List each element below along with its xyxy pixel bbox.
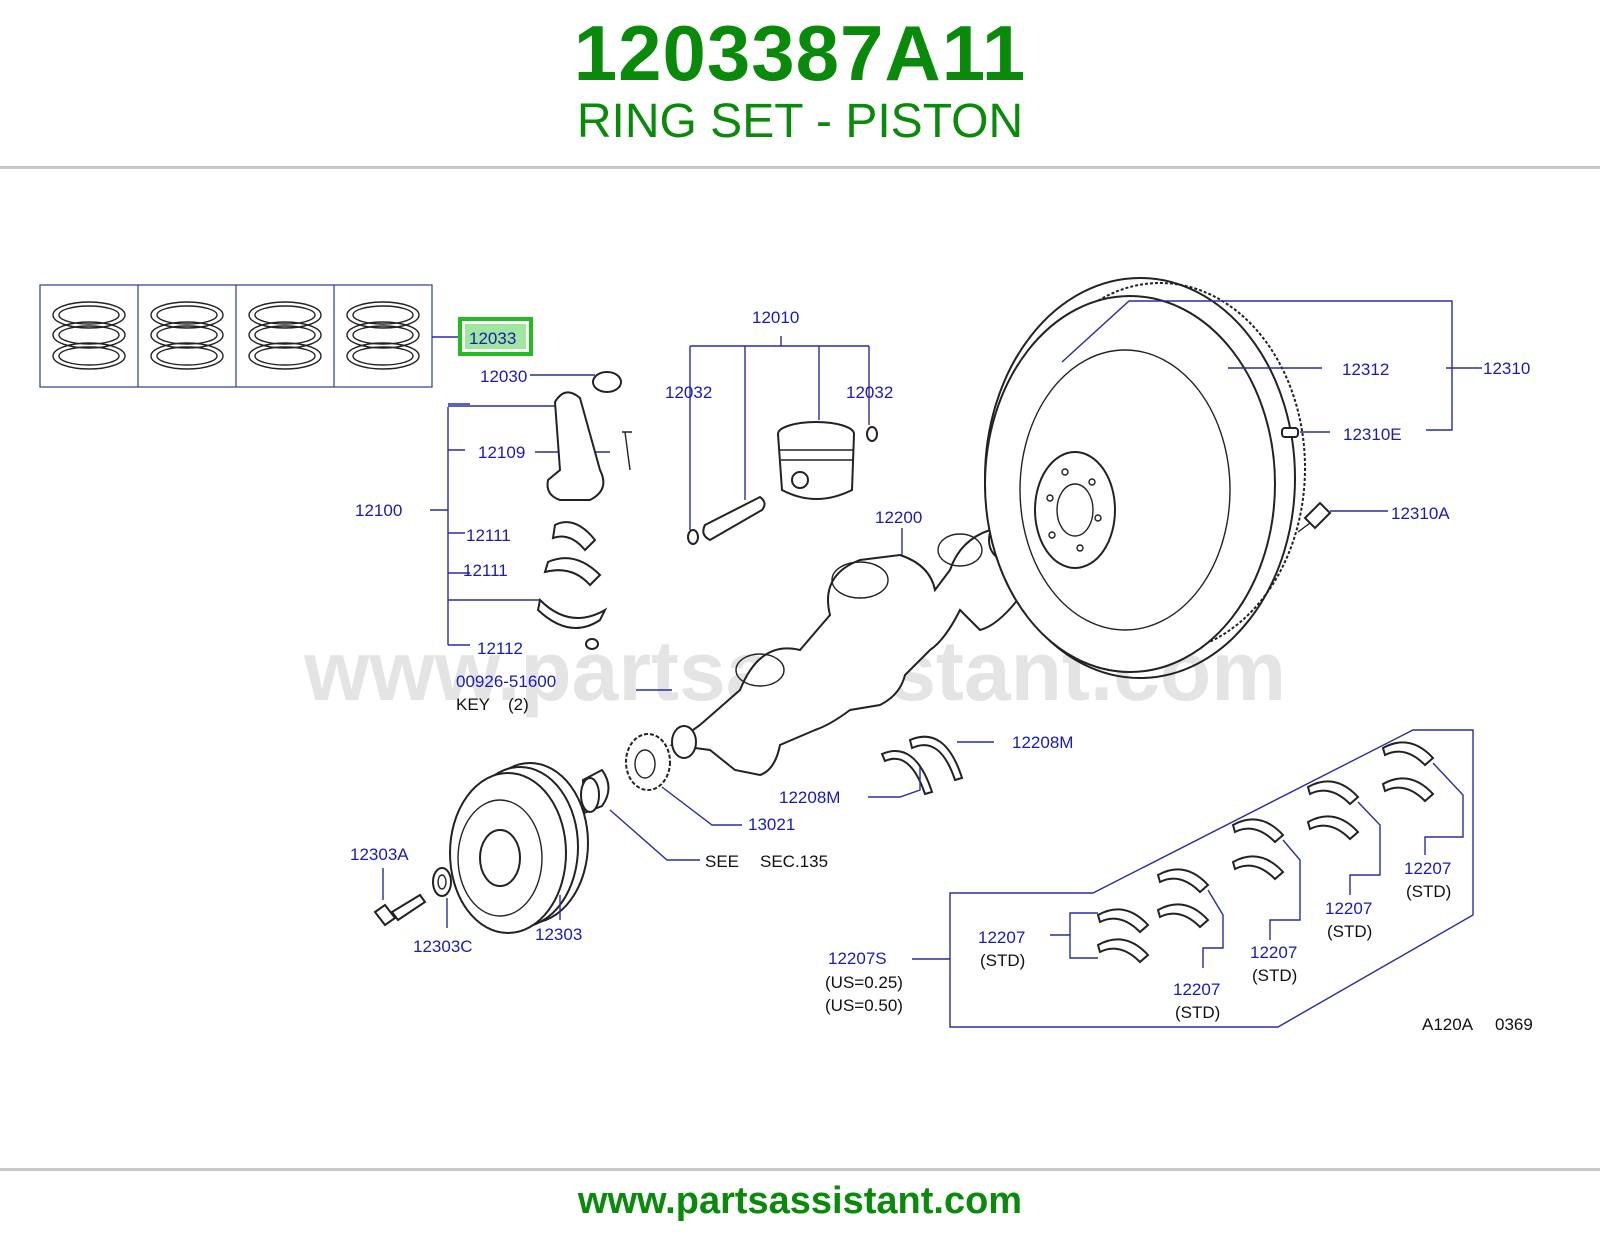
see-section: SEC.135	[760, 852, 828, 871]
callout-12111-upper: 12111	[466, 526, 511, 545]
rod-bearing-lower-part	[543, 557, 602, 587]
rod-nut-part	[585, 638, 599, 650]
thrust-washer-lower-part	[880, 750, 934, 796]
flywheel-dowel-part	[1281, 427, 1299, 438]
connecting-rod-group	[430, 371, 632, 650]
callout-12303A: 12303A	[350, 845, 409, 864]
header-divider	[0, 166, 1600, 169]
callout-12033: 12033	[469, 329, 516, 348]
callout-00926-51600: 00926-51600	[456, 672, 556, 691]
callout-12010: 12010	[752, 308, 799, 327]
callout-12310: 12310	[1483, 359, 1530, 378]
callout-12109: 12109	[478, 443, 525, 462]
callout-12303: 12303	[535, 925, 582, 944]
main-bearing-pair-5	[1381, 741, 1435, 803]
callout-12207-d: 12207	[1325, 899, 1372, 918]
crank-pulley-part	[449, 762, 589, 934]
parts-diagram: www.partsassistant.com	[0, 170, 1600, 1170]
callout-12310A: 12310A	[1391, 504, 1450, 523]
pulley-bolt-part	[373, 893, 427, 927]
callout-13021: 13021	[748, 815, 795, 834]
main-bearing-pair-4	[1306, 780, 1360, 841]
std-e: (STD)	[1406, 882, 1451, 901]
connecting-rod-part	[546, 391, 605, 501]
callout-12303C: 12303C	[413, 937, 473, 956]
piston-group	[687, 336, 878, 545]
std-b: (STD)	[1175, 1003, 1220, 1022]
ring-set-illustration	[39, 284, 460, 388]
thrust-washer-upper-part	[908, 735, 964, 782]
piston-pin-part	[702, 495, 766, 542]
std-c: (STD)	[1252, 966, 1297, 985]
parts-diagram-svg: www.partsassistant.com	[39, 277, 1533, 1034]
callout-12207-e: 12207	[1404, 859, 1451, 878]
rod-bolt-part	[622, 431, 632, 471]
callout-12032-left: 12032	[665, 383, 712, 402]
std-d: (STD)	[1327, 922, 1372, 941]
part-name-subtitle: RING SET - PISTON	[576, 95, 1024, 148]
highlight-frame	[458, 317, 533, 356]
main-bearing-pair-1	[1096, 908, 1150, 964]
diagram-code: A120A	[1422, 1015, 1474, 1034]
callout-12207-b: 12207	[1173, 980, 1220, 999]
piston-part	[777, 421, 855, 500]
main-bearing-pair-3	[1231, 818, 1285, 881]
ring-group-1	[52, 301, 126, 370]
callout-12207S: 12207S	[828, 949, 887, 968]
ring-group-4	[346, 301, 420, 370]
ring-group-2	[150, 301, 224, 370]
callout-12032-right: 12032	[846, 383, 893, 402]
key-label: KEY	[456, 695, 490, 714]
pulley-washer-part	[432, 867, 452, 897]
snap-ring-left-part	[687, 529, 699, 545]
callout-12030: 12030	[480, 367, 527, 386]
rod-cap-part	[536, 597, 608, 629]
undersize-025: (US=0.25)	[825, 973, 903, 992]
highlight-fill	[465, 324, 526, 349]
ring-group-3	[248, 301, 322, 370]
part-number-title: 1203387A11	[573, 9, 1027, 97]
callout-12207-a: 12207	[978, 928, 1025, 947]
flywheel-bolt-part	[1297, 501, 1332, 533]
callout-12208M-lower: 12208M	[779, 788, 840, 807]
callout-12100: 12100	[355, 501, 402, 520]
callout-12112: 12112	[477, 639, 523, 658]
rod-bushing-part	[592, 371, 622, 393]
flywheel-part	[984, 277, 1306, 679]
page-header: 1203387A11 RING SET - PISTON	[0, 0, 1600, 168]
spacer-part	[580, 768, 610, 815]
key-quantity: (2)	[508, 695, 529, 714]
footer-divider	[0, 1168, 1600, 1171]
main-bearing-pair-2	[1156, 868, 1210, 929]
callout-12310E: 12310E	[1343, 425, 1402, 444]
callout-12111-lower: 12111	[463, 561, 508, 580]
footer-website-link[interactable]: www.partsassistant.com	[577, 1180, 1023, 1222]
callout-12208M-upper: 12208M	[1012, 733, 1073, 752]
callout-12200: 12200	[875, 508, 922, 527]
undersize-050: (US=0.50)	[825, 996, 903, 1015]
callout-12207-c: 12207	[1250, 943, 1297, 962]
callout-12312: 12312	[1342, 360, 1389, 379]
see-label: SEE	[705, 852, 739, 871]
snap-ring-right-part	[866, 426, 878, 442]
callout-12033-highlighted[interactable]: 12033	[458, 317, 533, 356]
std-a: (STD)	[980, 951, 1025, 970]
rod-bearing-upper-part	[551, 521, 597, 552]
crank-sprocket-part	[625, 733, 671, 791]
diagram-number: 0369	[1495, 1015, 1533, 1034]
